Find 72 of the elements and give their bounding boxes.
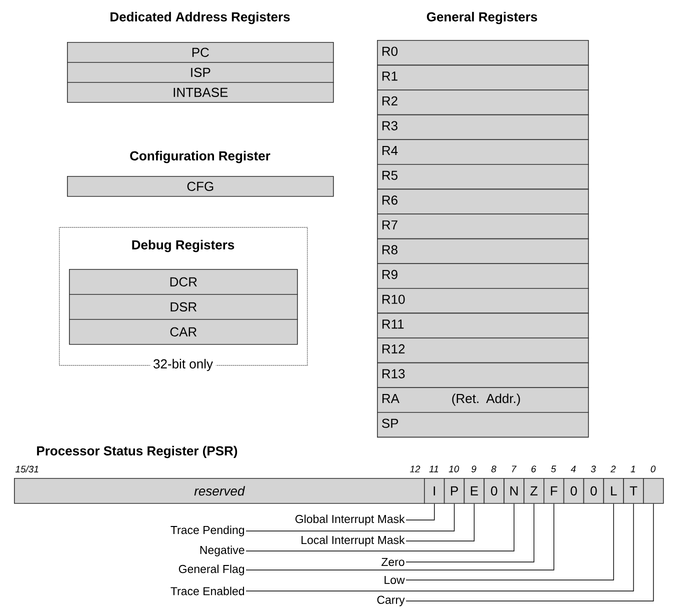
register-cell: R1 [377,64,589,90]
register-cell: R9 [377,263,589,289]
flag-label: Negative [200,546,244,556]
register-cell: PC [67,42,334,63]
bit-number: 4 [570,466,576,472]
register-cell [643,478,664,504]
bit-number: 12 [410,466,420,472]
leader-line [246,503,634,592]
register-cell: CFG [67,176,334,197]
bit-number: 7 [512,466,517,472]
flag-label: Low [384,576,405,584]
bit-number: 8 [491,466,496,472]
leader-line [406,503,534,562]
register-cell: R6 [377,188,589,214]
register-cell: R2 [377,90,589,116]
register-cell: R5 [377,164,589,190]
bit-number: 10 [448,466,460,472]
bit-number: 11 [429,466,438,472]
flag-label: Trace Pending [170,526,244,536]
leader-line [406,503,614,580]
bit-number: 5 [551,466,556,472]
register-cell: 0 [583,478,604,504]
bit-number: 2 [610,466,616,472]
register-cell: ISP [67,62,334,83]
group-heading: Processor Status Register (PSR) [37,446,238,458]
note-text: 32-bit only [150,356,216,374]
leader-line [246,503,514,552]
flag-label: Global Interrupt Mask [295,514,405,526]
register-cell: CAR [69,319,298,345]
leader-line [246,503,455,532]
bit-number: 9 [471,466,476,472]
register-cell: R0 [377,40,589,66]
leader-line [246,503,554,570]
register-cell: RA (Ret. Addr.) [377,387,589,413]
register-cell: 0 [484,478,504,504]
register-cell: R3 [377,114,589,140]
flag-label: Local Interrupt Mask [302,536,405,546]
leader-line [406,503,654,602]
register-cell: R4 [377,139,589,165]
register-cell: Z [524,478,544,504]
register-cell: T [623,478,644,504]
register-cell: R11 [377,312,589,338]
register-cell: R13 [377,362,589,388]
bit-number: 0 [650,466,656,472]
flag-label: Trace Enabled [170,586,244,596]
register-cell: 0 [563,478,584,504]
bit-number: 6 [531,466,536,472]
group-heading: General Registers [426,12,538,24]
register-cell: DCR [69,269,298,295]
register-cell: F [544,478,564,504]
bit-number: 3 [590,466,596,472]
flag-label: General Flag [178,564,244,576]
register-cell: I [424,478,445,504]
register-cell: DSR [69,294,298,320]
group-heading: Dedicated Address Registers [110,12,290,24]
register-cell: N [504,478,524,504]
register-cell: P [444,478,465,504]
register-cell: R12 [377,338,589,364]
register-cell: INTBASE [67,82,334,103]
bit-number: 1 [630,466,635,472]
register-cell: R8 [377,238,589,264]
register-cell: L [603,478,624,504]
leader-line [406,503,475,542]
flag-label: Zero [382,558,404,566]
register-cell: E [464,478,485,504]
register-cell: R7 [377,214,589,240]
flag-label: Carry [377,596,405,606]
register-cell: SP [377,412,589,438]
register-cell: R10 [377,288,589,314]
leader-line [406,503,435,520]
group-heading: Debug Registers [132,240,234,252]
group-heading: Configuration Register [130,150,270,164]
